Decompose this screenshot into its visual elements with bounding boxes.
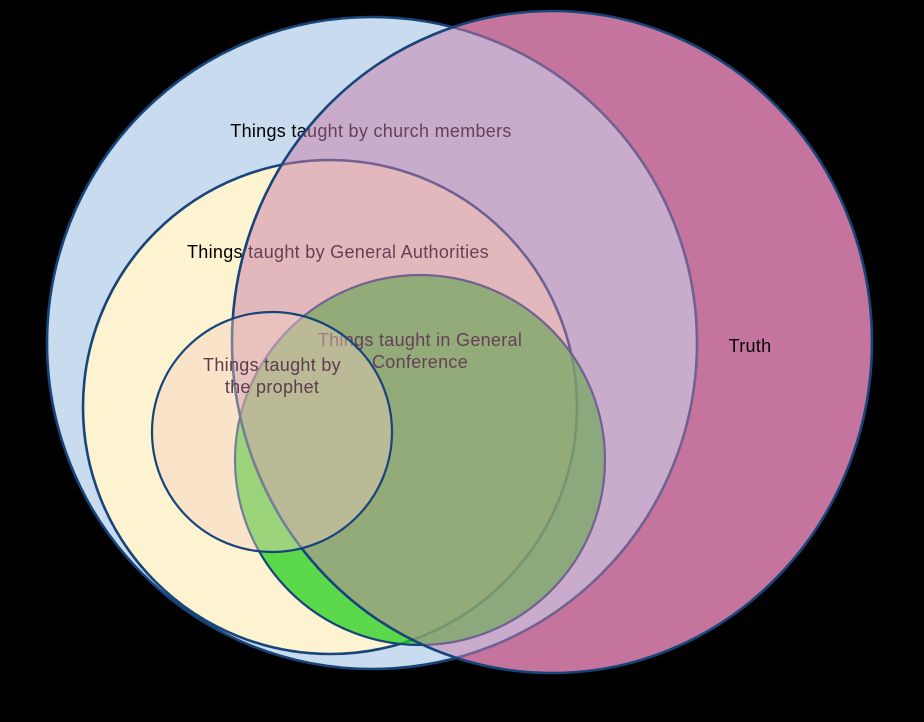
prophet-label-line1: Things taught by bbox=[203, 355, 341, 375]
prophet-circle bbox=[150, 310, 394, 554]
truth-circle bbox=[230, 9, 874, 675]
truth-label: Truth bbox=[729, 336, 772, 356]
prophet-label-line2: the prophet bbox=[225, 377, 319, 397]
